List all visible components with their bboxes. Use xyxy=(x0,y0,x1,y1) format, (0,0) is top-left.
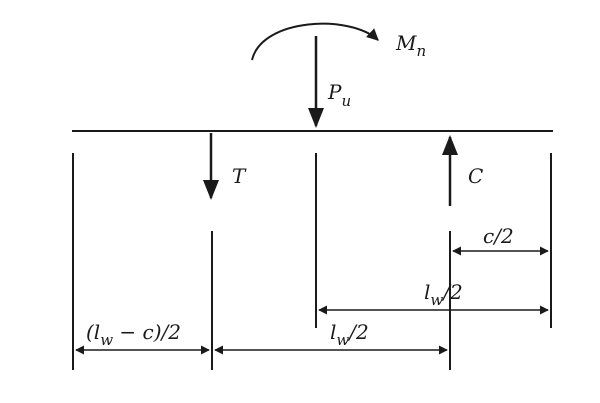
compression-label: C xyxy=(468,164,483,188)
moment-label: Mn xyxy=(395,31,426,60)
dimension-c-half-label: c/2 xyxy=(483,224,514,248)
moment-arc xyxy=(251,22,379,61)
tension-label: T xyxy=(232,164,247,188)
axial-load-label: Pu xyxy=(327,80,351,110)
dimension-lw-half-upper-label: lw/2 xyxy=(424,280,463,309)
dimension-lw-half-lower-label: lw/2 xyxy=(330,320,369,349)
dimension-lw-minus-c-label: (lw − c)/2 xyxy=(86,320,181,349)
